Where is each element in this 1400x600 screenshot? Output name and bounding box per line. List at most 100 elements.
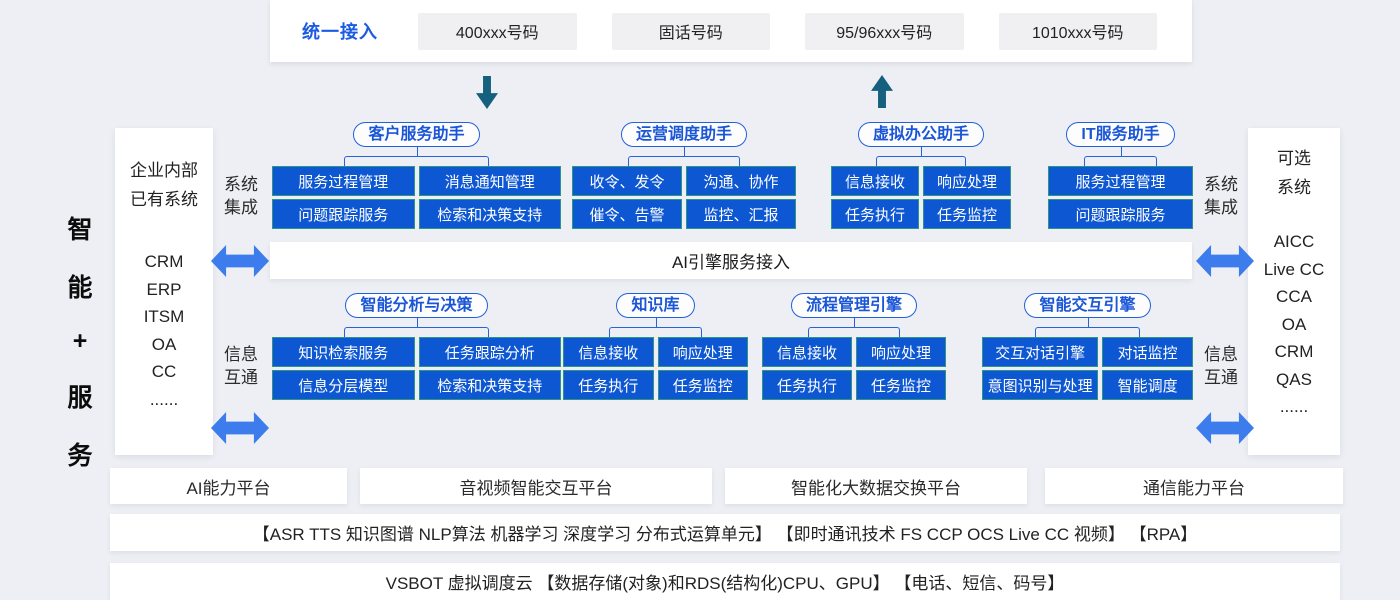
system-item: Live CC [1263, 259, 1325, 279]
panel-title-line: 企业内部 [130, 161, 198, 180]
group-title: 虚拟办公助手 [857, 122, 984, 147]
connector-bracket [1048, 147, 1193, 166]
unified-access-label: 统一接入 [302, 22, 378, 42]
slogan-char: 能 [67, 274, 93, 303]
group-title: 智能分析与决策 [345, 293, 488, 318]
connector-bracket [572, 147, 796, 166]
panel-title-line: 可选 [1277, 149, 1311, 168]
slogan-char: 智 [67, 216, 93, 244]
module-box: 对话监控 [1102, 337, 1193, 367]
info-exchange-label-right: 信息 互通 [1204, 345, 1238, 387]
group-it-service-assistant: IT服务助手 服务过程管理 问题跟踪服务 [1048, 122, 1193, 229]
group-title: 流程管理引擎 [790, 293, 917, 318]
system-integration-label-left: 系统 集成 [224, 175, 258, 217]
group-title: 知识库 [616, 293, 695, 318]
connector-bracket [272, 147, 561, 166]
module-box: 任务监控 [923, 199, 1011, 229]
module-box: 信息分层模型 [272, 370, 415, 400]
number-chip-9596: 95/96xxx号码 [805, 12, 964, 50]
module-box: 交互对话引擎 [982, 337, 1099, 367]
system-integration-label-right: 系统 集成 [1204, 175, 1238, 217]
module-box: 任务执行 [563, 370, 654, 400]
module-box: 催令、告警 [572, 199, 682, 229]
slogan-char: 服 [67, 383, 93, 412]
connector-bracket [831, 147, 1011, 166]
connector-bracket [982, 318, 1193, 337]
group-intelligent-interaction-engine: 智能交互引擎 交互对话引擎 对话监控 意图识别与处理 智能调度 [982, 293, 1193, 400]
arrow-down-icon [476, 76, 498, 109]
unified-access-strip: 统一接入 400xxx号码 固话号码 95/96xxx号码 1010xxx号码 [270, 0, 1192, 62]
system-item: OA [151, 334, 177, 354]
module-box: 响应处理 [856, 337, 946, 367]
number-chip-1010: 1010xxx号码 [998, 12, 1157, 50]
system-item: CRM [1274, 342, 1314, 361]
platform-ai-capability: AI能力平台 [110, 468, 347, 504]
module-box: 信息接收 [762, 337, 852, 367]
double-arrow-icon [1196, 412, 1254, 444]
group-operations-dispatch-assistant: 运营调度助手 收令、发令 沟通、协作 催令、告警 监控、汇报 [572, 122, 796, 229]
arrow-up-icon [871, 75, 893, 108]
group-customer-service-assistant: 客户服务助手 服务过程管理 消息通知管理 问题跟踪服务 检索和决策支持 [272, 122, 561, 229]
module-box: 知识检索服务 [272, 337, 415, 367]
system-item: ERP [146, 279, 182, 299]
module-box: 信息接收 [563, 337, 654, 367]
system-item: ...... [149, 389, 179, 409]
platform-communication: 通信能力平台 [1045, 468, 1343, 504]
system-item: CRM [144, 252, 184, 271]
system-item: OA [1281, 314, 1307, 334]
connector-bracket [272, 318, 561, 337]
module-box: 消息通知管理 [418, 166, 561, 196]
slogan-char: 务 [67, 442, 93, 470]
module-box: 响应处理 [923, 166, 1011, 196]
module-box: 信息接收 [831, 166, 919, 196]
system-item: CC [151, 362, 177, 381]
panel-title-line: 系统 [1277, 178, 1311, 197]
module-box: 智能调度 [1102, 370, 1193, 400]
optional-systems-panel: 可选 系统 AICC Live CC CCA OA CRM QAS ...... [1248, 128, 1340, 455]
system-item: AICC [1273, 232, 1315, 251]
module-box: 意图识别与处理 [982, 370, 1099, 400]
double-arrow-icon [211, 245, 269, 277]
system-item: CCA [1276, 287, 1312, 306]
module-box: 问题跟踪服务 [272, 199, 415, 229]
module-box: 任务监控 [657, 370, 748, 400]
module-box: 任务执行 [831, 199, 919, 229]
module-box: 监控、汇报 [686, 199, 796, 229]
existing-systems-panel: 企业内部 已有系统 CRM ERP ITSM OA CC ...... [115, 128, 213, 455]
group-virtual-office-assistant: 虚拟办公助手 信息接收 响应处理 任务执行 任务监控 [831, 122, 1011, 229]
group-title: 客户服务助手 [353, 122, 480, 147]
module-box: 问题跟踪服务 [1048, 199, 1193, 229]
system-item: ...... [1279, 397, 1309, 416]
group-process-management-engine: 流程管理引擎 信息接收 响应处理 任务执行 任务监控 [762, 293, 946, 400]
info-exchange-label-left: 信息 互通 [224, 345, 258, 387]
module-box: 检索和决策支持 [418, 199, 561, 229]
platform-av-interaction: 音视频智能交互平台 [360, 468, 712, 504]
group-title: 智能交互引擎 [1024, 293, 1151, 318]
module-box: 任务监控 [856, 370, 946, 400]
double-arrow-icon [1196, 245, 1254, 277]
platform-bigdata-exchange: 智能化大数据交换平台 [725, 468, 1027, 504]
connector-bracket [762, 318, 946, 337]
module-box: 任务跟踪分析 [418, 337, 561, 367]
number-chip-landline: 固话号码 [611, 12, 770, 50]
vertical-slogan: 智 能 + 服 务 [58, 210, 102, 472]
group-knowledge-base: 知识库 信息接收 响应处理 任务执行 任务监控 [563, 293, 748, 400]
ai-engine-access-bar: AI引擎服务接入 [270, 242, 1192, 279]
double-arrow-icon [211, 412, 269, 444]
module-box: 响应处理 [657, 337, 748, 367]
module-box: 服务过程管理 [272, 166, 415, 196]
system-item: QAS [1276, 369, 1312, 389]
group-title: IT服务助手 [1066, 122, 1175, 147]
module-box: 沟通、协作 [686, 166, 796, 196]
panel-title-line: 已有系统 [130, 190, 198, 209]
capability-bar-technologies: 【ASR TTS 知识图谱 NLP算法 机器学习 深度学习 分布式运算单元】 【… [110, 514, 1340, 551]
group-intelligent-analysis: 智能分析与决策 知识检索服务 任务跟踪分析 信息分层模型 检索和决策支持 [272, 293, 561, 400]
slogan-char: + [72, 326, 88, 355]
group-title: 运营调度助手 [620, 122, 747, 147]
capability-bar-vsbot-cloud: VSBOT 虚拟调度云 【数据存储(对象)和RDS(结构化)CPU、GPU】 【… [110, 563, 1340, 600]
connector-bracket [563, 318, 748, 337]
module-box: 收令、发令 [572, 166, 682, 196]
module-box: 服务过程管理 [1048, 166, 1193, 196]
number-chip-400: 400xxx号码 [418, 12, 577, 50]
